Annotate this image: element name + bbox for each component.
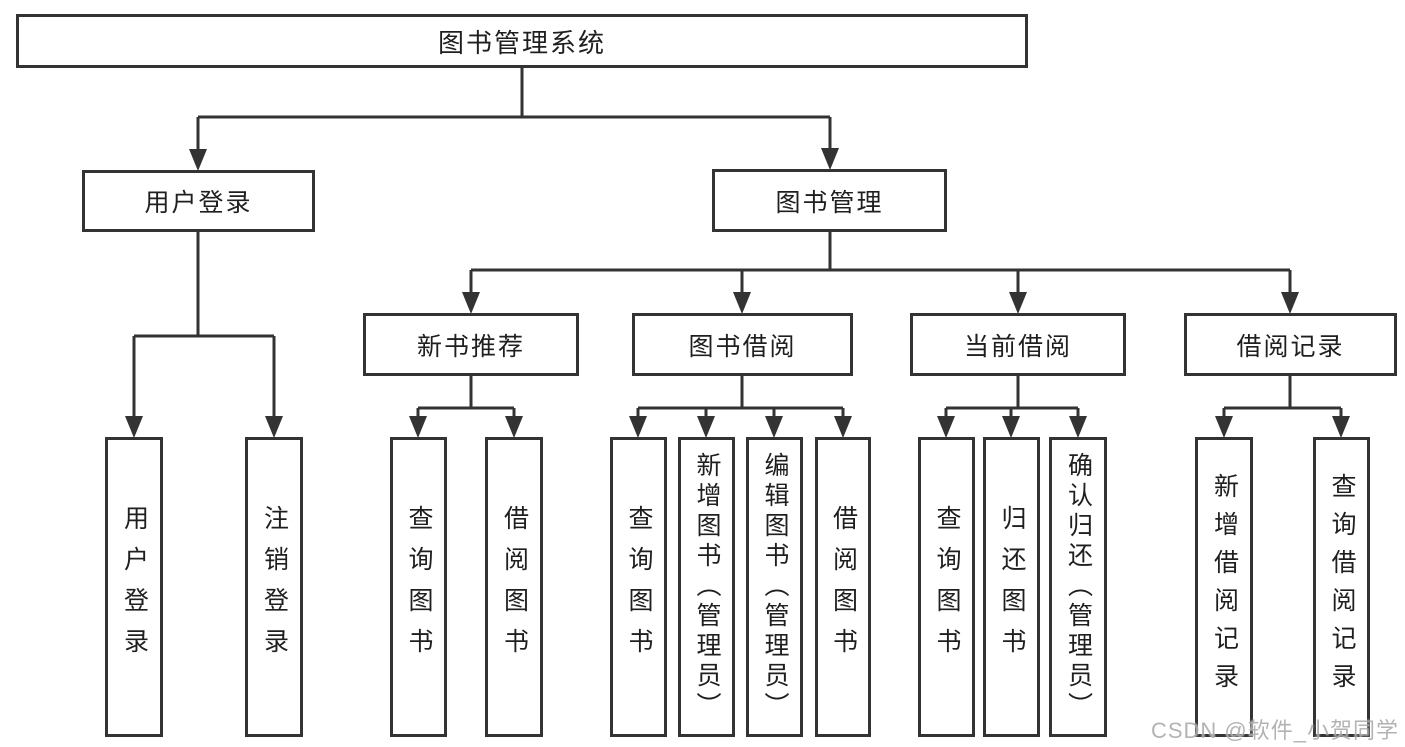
leaf-borrow-edit-book-admin: 编辑图书（管理员） [746, 437, 803, 737]
leaf-borrow-query-book: 查询图书 [610, 437, 667, 737]
node-book-management: 图书管理 [712, 169, 947, 232]
connector-newbooks-to-children [416, 376, 516, 418]
leaf-newbooks-borrow-book: 借阅图书 [485, 437, 543, 737]
node-book-management-label: 图书管理 [775, 188, 884, 217]
node-user-login: 用户登录 [82, 170, 315, 232]
node-borrow-records-label: 借阅记录 [1236, 332, 1345, 361]
node-user-login-label: 用户登录 [144, 189, 253, 217]
node-book-borrow-label: 图书借阅 [688, 332, 797, 361]
connector-bookmgmt-to-level3 [469, 232, 1292, 294]
leaf-user-login: 用户登录 [105, 437, 163, 737]
node-new-book-recommend-label: 新书推荐 [416, 332, 525, 361]
connector-records-to-children [1222, 376, 1343, 418]
leaf-borrow-borrow-book-label: 借阅图书 [829, 505, 858, 669]
leaf-newbooks-borrow-book-label: 借阅图书 [500, 505, 529, 669]
leaf-records-query-record-label: 查询借阅记录 [1328, 473, 1356, 701]
leaf-current-query-book: 查询图书 [918, 437, 975, 737]
leaf-logout: 注销登录 [245, 437, 303, 737]
leaf-borrow-add-book-admin: 新增图书（管理员） [678, 437, 735, 737]
leaf-records-add-record-label: 新增借阅记录 [1210, 473, 1239, 701]
arrowheads [125, 148, 1350, 438]
node-new-book-recommend: 新书推荐 [363, 313, 579, 376]
leaf-newbooks-query-book: 查询图书 [390, 437, 447, 737]
node-root-system: 图书管理系统 [16, 14, 1028, 68]
connector-bookborrow-to-children [636, 376, 845, 418]
leaf-current-return-book: 归还图书 [983, 437, 1040, 737]
node-current-borrow-label: 当前借阅 [963, 332, 1072, 361]
leaf-user-login-label: 用户登录 [120, 505, 149, 669]
leaf-current-return-book-label: 归还图书 [998, 505, 1026, 669]
leaf-borrow-borrow-book: 借阅图书 [815, 437, 871, 737]
leaf-borrow-add-book-admin-label: 新增图书（管理员） [693, 452, 721, 722]
leaf-current-confirm-return-admin-label: 确认归还（管理员） [1064, 452, 1093, 722]
node-current-borrow: 当前借阅 [910, 313, 1126, 376]
node-root-system-label: 图书管理系统 [437, 27, 606, 58]
connector-currentborrow-to-children [944, 376, 1080, 418]
leaf-borrow-edit-book-admin-label: 编辑图书（管理员） [761, 452, 789, 722]
csdn-watermark: CSDN @软件_小贺同学 [1150, 718, 1399, 743]
leaf-records-add-record: 新增借阅记录 [1195, 437, 1253, 737]
leaf-newbooks-query-book-label: 查询图书 [405, 505, 433, 669]
connector-root-to-level2 [196, 68, 832, 150]
leaf-borrow-query-book-label: 查询图书 [625, 505, 653, 669]
node-book-borrow: 图书借阅 [632, 313, 853, 376]
node-borrow-records: 借阅记录 [1184, 313, 1397, 376]
leaf-current-confirm-return-admin: 确认归还（管理员） [1049, 437, 1107, 737]
leaf-logout-label: 注销登录 [260, 505, 289, 669]
leaf-records-query-record: 查询借阅记录 [1313, 437, 1370, 737]
leaf-current-query-book-label: 查询图书 [933, 505, 961, 669]
connector-userlogin-to-children [132, 232, 276, 418]
